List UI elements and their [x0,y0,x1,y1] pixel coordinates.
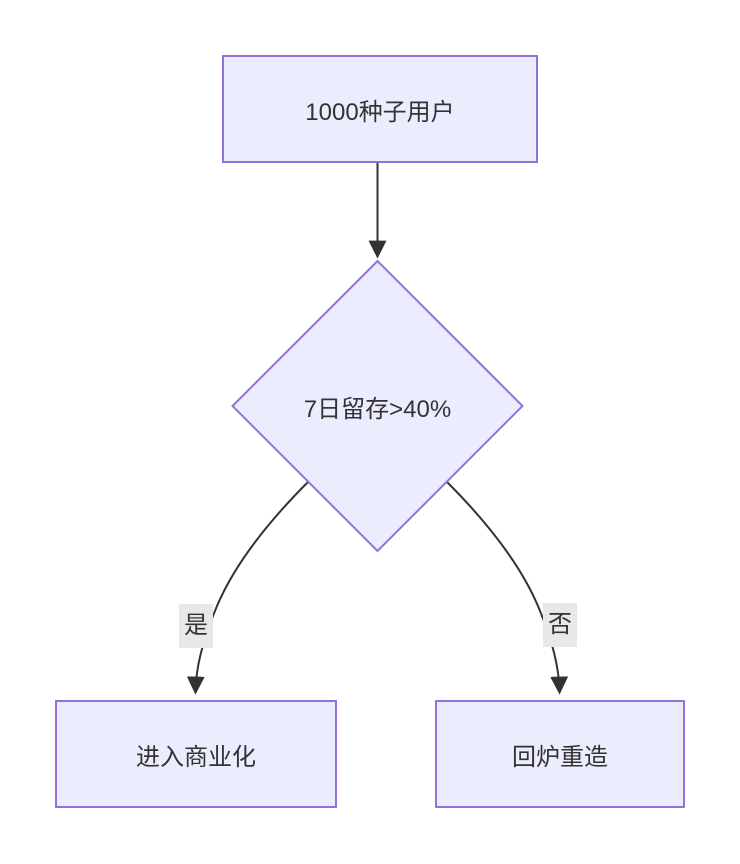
decision-node-shape [231,259,524,553]
node-decision-label: 7日留存>40% [303,395,452,423]
node-decision: 7日留存>40% [262,386,493,426]
node-seed-users-label: 1000种子用户 [305,98,455,126]
edge-label-no: 否 [543,603,577,647]
node-commercialization-label: 进入商业化 [136,743,256,771]
edge-decision-to-yes [186,481,309,695]
node-rework: 回炉重造 [435,700,685,808]
node-commercialization: 进入商业化 [55,700,337,808]
node-rework-label: 回炉重造 [512,743,608,771]
node-seed-users: 1000种子用户 [222,55,538,163]
edge-label-yes: 是 [179,604,213,648]
edge-decision-to-no [446,481,569,695]
